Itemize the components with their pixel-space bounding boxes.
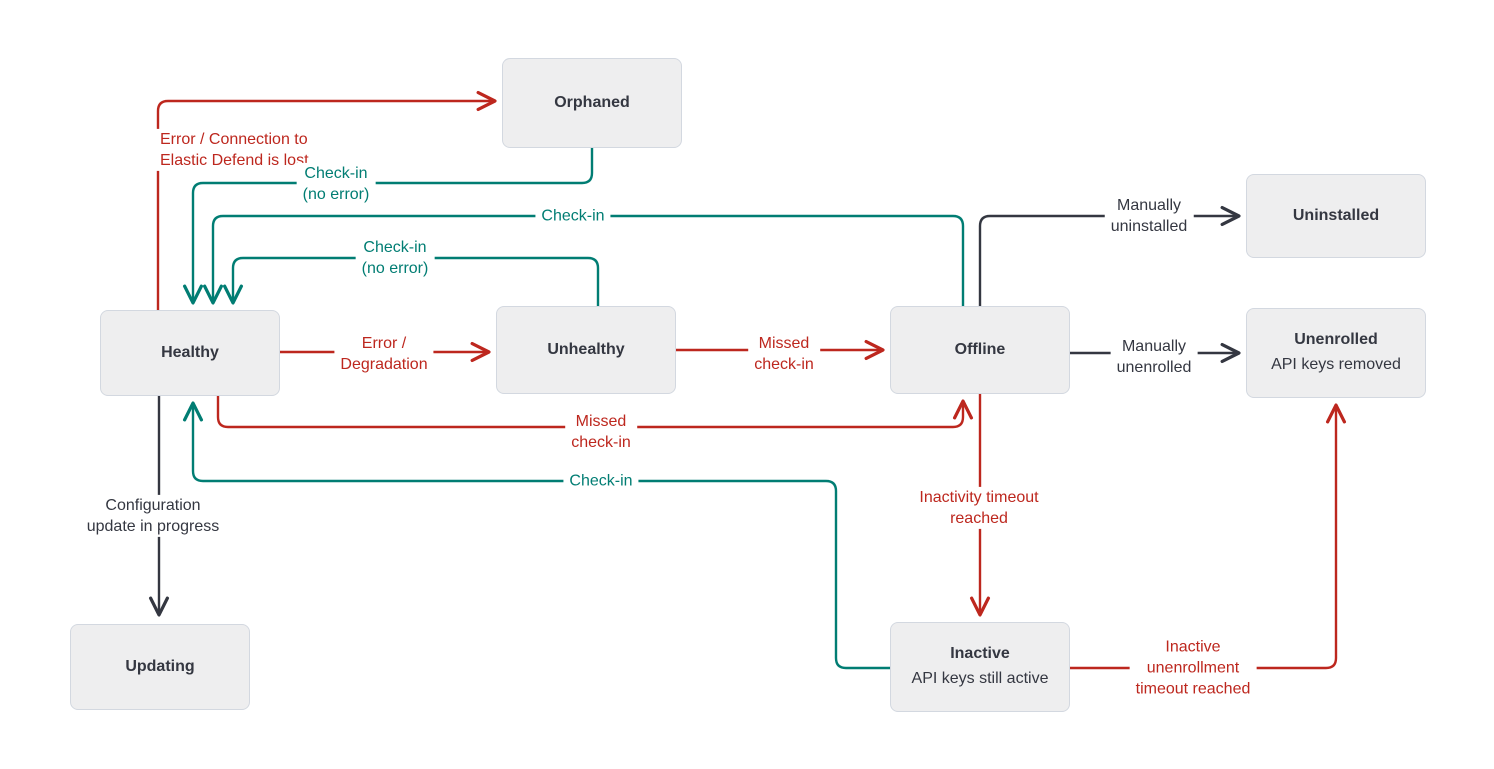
node-inactive-subtitle: API keys still active: [911, 670, 1049, 688]
node-updating[interactable]: Updating: [70, 624, 250, 710]
node-unenrolled-title: Unenrolled: [1294, 331, 1378, 349]
edge-orphaned-to-healthy: [193, 148, 594, 302]
edge-inactive-to-unenrolled: [1070, 406, 1336, 670]
edge-inactive-to-healthy: [193, 404, 890, 670]
node-unhealthy-title: Unhealthy: [547, 340, 625, 358]
node-healthy-title: Healthy: [161, 343, 219, 361]
edge-healthy-to-orphaned: [156, 101, 494, 310]
node-uninstalled[interactable]: Uninstalled: [1246, 174, 1426, 258]
node-offline-title: Offline: [954, 340, 1006, 358]
edge-offline-to-healthy: [213, 214, 965, 306]
node-orphaned-title: Orphaned: [554, 93, 630, 111]
node-orphaned[interactable]: Orphaned: [502, 58, 682, 148]
edge-offline-to-uninstalled: [978, 216, 1238, 306]
node-unhealthy[interactable]: Unhealthy: [496, 306, 676, 394]
node-offline[interactable]: Offline: [890, 306, 1070, 394]
node-inactive[interactable]: Inactive API keys still active: [890, 622, 1070, 712]
node-healthy[interactable]: Healthy: [100, 310, 280, 396]
node-unenrolled-subtitle: API keys removed: [1271, 356, 1401, 374]
edge-healthy-to-offline: [216, 396, 963, 429]
node-uninstalled-title: Uninstalled: [1292, 206, 1380, 224]
node-updating-title: Updating: [125, 657, 195, 675]
node-unenrolled[interactable]: Unenrolled API keys removed: [1246, 308, 1426, 398]
node-inactive-title: Inactive: [950, 645, 1010, 663]
